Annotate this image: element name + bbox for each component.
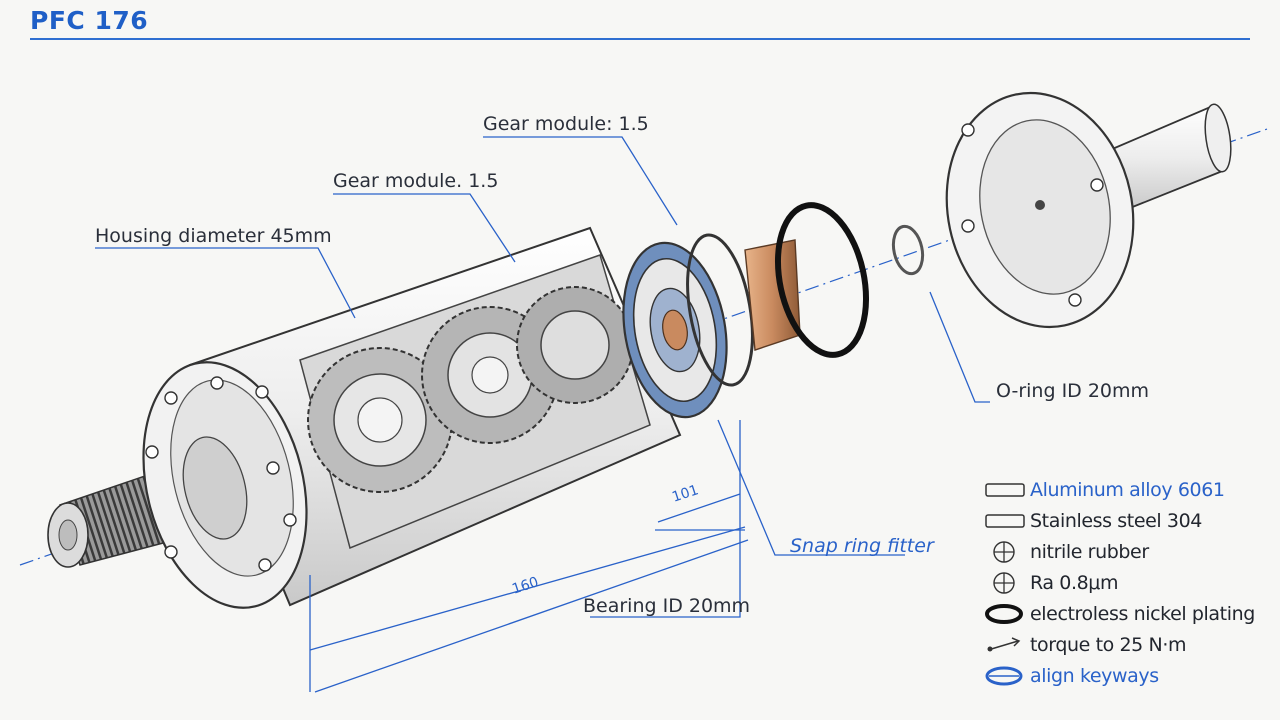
legend-row: Stainless steel 304 (984, 505, 1274, 536)
legend-label: Stainless steel 304 (1030, 509, 1202, 532)
legend-row: torque to 25 N·m (984, 629, 1274, 660)
end-cap (945, 91, 1232, 329)
thick-ellipse-icon (984, 601, 1030, 627)
legend-label: electroless nickel plating (1030, 602, 1255, 625)
callout-bearing-id: Bearing ID 20mm (583, 595, 751, 617)
material-legend: Aluminum alloy 6061 Stainless steel 304 … (984, 474, 1274, 691)
legend-row: align keyways (984, 660, 1274, 691)
crosshair-icon (984, 539, 1030, 565)
callout-gear-module-mid: Gear module. 1.5 (333, 170, 499, 192)
legend-row: electroless nickel plating (984, 598, 1274, 629)
legend-label: Aluminum alloy 6061 (1030, 478, 1225, 501)
rect-icon (984, 508, 1030, 534)
page-title: PFC 176 (30, 6, 149, 35)
bearing-assembly (622, 233, 801, 419)
legend-label: Ra 0.8μm (1030, 571, 1119, 594)
rect-icon (984, 477, 1030, 503)
title-rule (30, 38, 1250, 40)
torque-arrow-icon (984, 632, 1030, 658)
legend-row: Aluminum alloy 6061 (984, 474, 1274, 505)
crosshair-icon (984, 570, 1030, 596)
callout-oring-id: O-ring ID 20mm (996, 380, 1150, 402)
callout-snap-ring: Snap ring fitter (790, 535, 934, 557)
legend-label: nitrile rubber (1030, 540, 1149, 563)
legend-row: nitrile rubber (984, 536, 1274, 567)
legend-row: Ra 0.8μm (984, 567, 1274, 598)
gear-train (307, 286, 634, 493)
leader-lines (95, 136, 990, 618)
dimension-lines (309, 493, 749, 693)
snap-ring (891, 224, 925, 276)
callout-gear-module-top: Gear module: 1.5 (483, 113, 649, 135)
callout-housing-diameter: Housing diameter 45mm (95, 225, 332, 247)
legend-label: torque to 25 N·m (1030, 633, 1187, 656)
o-ring (774, 202, 870, 358)
blue-ellipse-icon (984, 663, 1030, 689)
legend-label: align keyways (1030, 664, 1159, 687)
